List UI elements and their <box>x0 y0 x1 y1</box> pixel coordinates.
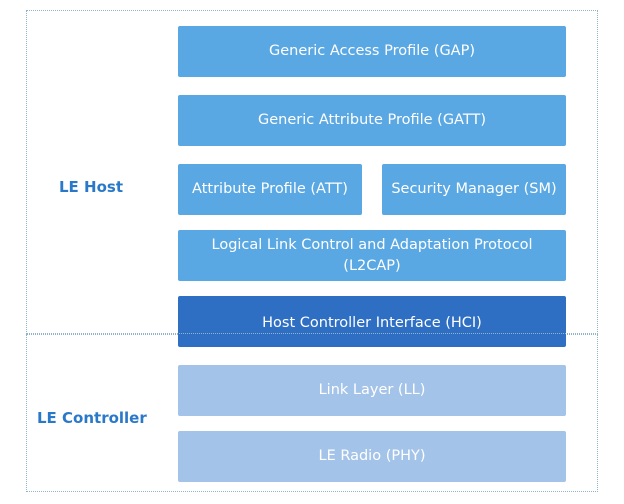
le-host-label: LE Host <box>59 178 123 196</box>
l2cap-layer: Logical Link Control and Adaptation Prot… <box>178 230 566 281</box>
host-controller-divider <box>26 333 598 334</box>
att-layer-label: Attribute Profile (ATT) <box>192 181 348 197</box>
link-layer: Link Layer (LL) <box>178 365 566 416</box>
hci-layer: Host Controller Interface (HCI) <box>178 296 566 347</box>
gap-layer-label: Generic Access Profile (GAP) <box>269 43 475 59</box>
gatt-layer-label: Generic Attribute Profile (GATT) <box>258 112 486 128</box>
gap-layer: Generic Access Profile (GAP) <box>178 26 566 77</box>
hci-layer-label: Host Controller Interface (HCI) <box>262 315 482 331</box>
att-layer: Attribute Profile (ATT) <box>178 164 362 215</box>
le-controller-label: LE Controller <box>37 409 147 427</box>
phy-layer: LE Radio (PHY) <box>178 431 566 482</box>
gatt-layer: Generic Attribute Profile (GATT) <box>178 95 566 146</box>
link-layer-label: Link Layer (LL) <box>318 382 426 398</box>
sm-layer: Security Manager (SM) <box>382 164 566 215</box>
l2cap-layer-label-line2: (L2CAP) <box>343 257 401 274</box>
l2cap-layer-label-line1: Logical Link Control and Adaptation Prot… <box>211 236 533 253</box>
le-host-region <box>26 10 598 334</box>
sm-layer-label: Security Manager (SM) <box>391 181 557 197</box>
phy-layer-label: LE Radio (PHY) <box>318 448 426 464</box>
